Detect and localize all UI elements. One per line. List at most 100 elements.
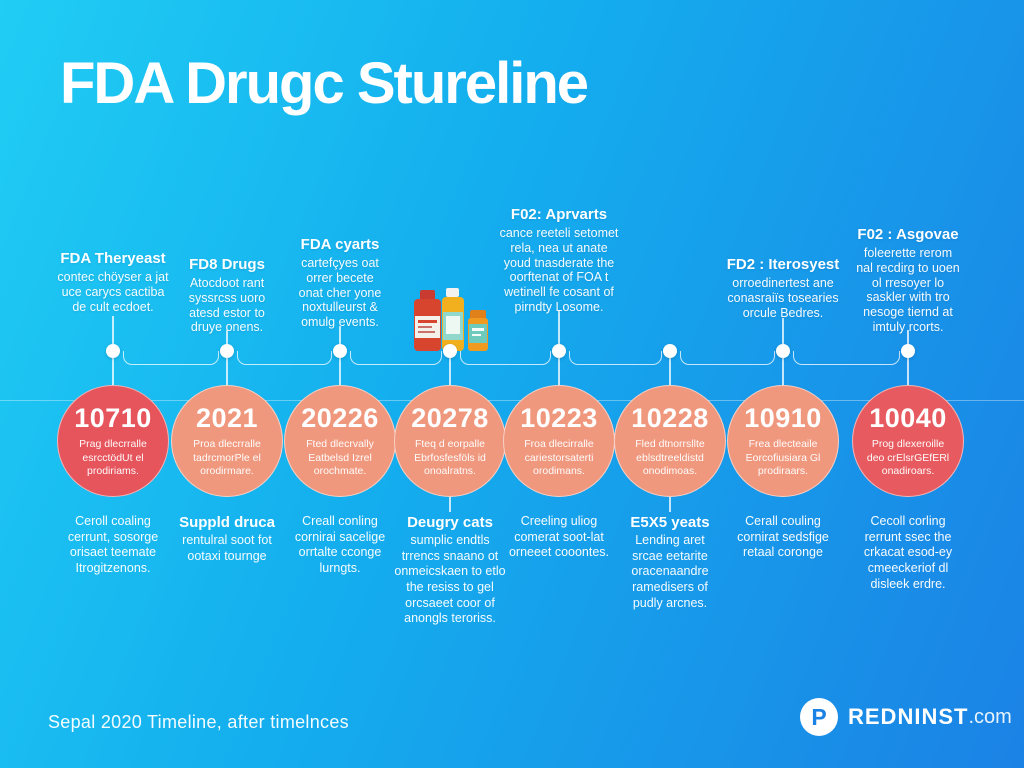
- bottom-heading: E5X5 yeats: [630, 514, 710, 531]
- timeline-circle-6: 10228 Fled dtnorrsllte eblsdtreeldistd o…: [614, 385, 726, 497]
- top-text-block-5: F02: Aprvarts cance reeteli setomet rela…: [464, 206, 654, 315]
- top-text-block-2: FD8 Drugs Atocdoot rant syssrcss uoro at…: [132, 256, 322, 335]
- bottom-body: Cerall couling cornirat sedsfige retaal …: [737, 514, 829, 560]
- circle-body: Proa dlecrralle tadrcmorPle el orodirmar…: [193, 438, 261, 478]
- bottom-body: Ceroll coaling cerrunt, sosorge orisaet …: [67, 514, 159, 575]
- stem-up-1: [112, 316, 114, 344]
- bottom-text-block-7: Cerall couling cornirat sedsfige retaal …: [688, 514, 878, 561]
- bottom-text-block-2: Suppld druca rentulral soot fot ootaxi t…: [132, 514, 322, 564]
- bottom-heading: Deugry cats: [407, 514, 493, 531]
- timeline-connector-7-8: [793, 351, 900, 365]
- brand-link[interactable]: P REDNINST .com: [800, 698, 1012, 736]
- top-body: orroedinertest ane conasraiïs tosearies …: [727, 276, 839, 320]
- top-body: Atocdoot rant syssrcss uoro atesd estor …: [188, 276, 266, 335]
- circle-body: Fted dlecrvally Eatbelsd Izrel orochmate…: [306, 438, 374, 478]
- timeline-circle-7: 10910 Frea dlecteaile Eorcofiusiara Gl p…: [727, 385, 839, 497]
- top-heading: FDA cyarts: [300, 236, 380, 253]
- bottom-body: rentulral soot fot ootaxi tournge: [182, 533, 272, 563]
- bottom-heading: Suppld druca: [179, 514, 275, 531]
- timeline-connector-4-5: [460, 351, 551, 365]
- timeline-connector-2-3: [237, 351, 332, 365]
- bottom-body: Cecoll corling rerrunt ssec the crkacat …: [863, 514, 953, 591]
- timeline-connector-3-4: [350, 351, 442, 365]
- stem-down-5: [558, 358, 560, 386]
- stem-down-8: [907, 358, 909, 386]
- top-heading: F02: Aprvarts: [510, 206, 608, 223]
- bottom-text-block-4: Deugry cats sumplic endtls trrencs snaan…: [355, 514, 545, 627]
- bottom-body: sumplic endtls trrencs snaano ot onmeics…: [394, 533, 506, 626]
- stem-bottom-6: [669, 497, 671, 512]
- year-label: 10223: [520, 403, 598, 433]
- stem-down-2: [226, 358, 228, 386]
- year-label: 2021: [195, 403, 259, 433]
- bottom-text-block-6: E5X5 yeats Lending aret srcae eetarite o…: [575, 514, 765, 611]
- stem-up-7: [782, 318, 784, 344]
- timeline-connector-5-6: [569, 351, 662, 365]
- year-label: 10710: [74, 403, 152, 433]
- background-rule-line: [0, 400, 1024, 401]
- year-label: 10910: [744, 403, 822, 433]
- top-body: cartefçyes oat orrer becete onat cher yo…: [298, 256, 382, 329]
- top-text-block-3: FDA cyarts cartefçyes oat orrer becete o…: [245, 236, 435, 330]
- brand-suffix: .com: [968, 705, 1012, 728]
- stem-up-5: [558, 310, 560, 344]
- top-text-block-8: F02 : Asgovae foleerette rerom nal recdi…: [813, 226, 1003, 335]
- top-heading: FD2 : Iterosyest: [726, 256, 840, 273]
- timeline-node-8: [901, 344, 915, 358]
- top-heading: FD8 Drugs: [189, 256, 265, 273]
- timeline-node-7: [776, 344, 790, 358]
- year-label: 20278: [411, 403, 489, 433]
- top-body: contec chöyser a jat uce carycs cactiba …: [57, 270, 169, 314]
- bottom-text-block-3: Creall conling cornirai sacelige orrtalt…: [245, 514, 435, 577]
- year-label: 10040: [869, 403, 947, 433]
- top-text-block-7: FD2 : Iterosyest orroedinertest ane cona…: [688, 256, 878, 320]
- medicine-bottles-icon: [414, 288, 488, 351]
- timeline-circle-2: 2021 Proa dlecrralle tadrcmorPle el orod…: [171, 385, 283, 497]
- top-heading: FDA Theryeast: [60, 250, 166, 267]
- circle-body: Prag dlecrralle esrcctödUt el prodiriams…: [79, 438, 147, 478]
- top-text-block-1: FDA Theryeast contec chöyser a jat uce c…: [18, 250, 208, 314]
- stem-up-3: [339, 326, 341, 344]
- stem-down-1: [112, 358, 114, 386]
- bottom-body: Creall conling cornirai sacelige orrtalt…: [294, 514, 386, 575]
- timeline-circle-4: 20278 Fteq d eorpalle Ebrfosfesföls id o…: [394, 385, 506, 497]
- circle-body: Fled dtnorrsllte eblsdtreeldistd onodimo…: [635, 438, 705, 478]
- top-heading: F02 : Asgovae: [857, 226, 959, 243]
- stem-up-8: [907, 330, 909, 344]
- brand-logo-icon: P: [800, 698, 838, 736]
- circle-body: Frea dlecteaile Eorcofiusiara Gl prodira…: [745, 438, 821, 478]
- footer-caption: Sepal 2020 Timeline, after timelnces: [48, 712, 349, 732]
- timeline-node-2: [220, 344, 234, 358]
- timeline-circle-1: 10710 Prag dlecrralle esrcctödUt el prod…: [57, 385, 169, 497]
- timeline-connector-6-7: [680, 351, 775, 365]
- year-label: 10228: [631, 403, 709, 433]
- timeline-node-6: [663, 344, 677, 358]
- circle-body: Prog dlexeroille deo crElsrGEfERl onadir…: [866, 438, 950, 478]
- timeline-circle-8: 10040 Prog dlexeroille deo crElsrGEfERl …: [852, 385, 964, 497]
- year-label: 20226: [301, 403, 379, 433]
- bottom-body: Lending aret srcae eetarite oracenaandre…: [631, 533, 709, 610]
- brand-name: REDNINST: [848, 704, 969, 729]
- timeline-connector-1-2: [123, 351, 219, 365]
- timeline-node-1: [106, 344, 120, 358]
- timeline-circle-3: 20226 Fted dlecrvally Eatbelsd Izrel oro…: [284, 385, 396, 497]
- circle-body: Froa dlecirralle cariestorsaterti orodim…: [524, 438, 594, 478]
- bottom-text-block-5: Creeling uliog comerat soot-lat orneeet …: [464, 514, 654, 561]
- top-body: cance reeteli setomet rela, nea ut anate…: [499, 226, 619, 314]
- stem-down-3: [339, 358, 341, 386]
- stem-down-4: [449, 358, 451, 386]
- bottom-text-block-1: Ceroll coaling cerrunt, sosorge orisaet …: [18, 514, 208, 577]
- top-body: foleerette rerom nal recdirg to uoen ol …: [856, 246, 960, 334]
- timeline-node-3: [333, 344, 347, 358]
- stem-up-2: [226, 330, 228, 344]
- timeline-circle-5: 10223 Froa dlecirralle cariestorsaterti …: [503, 385, 615, 497]
- timeline-node-4: [443, 344, 457, 358]
- stem-down-6: [669, 358, 671, 386]
- page-title: FDA Drugc Stureline: [60, 51, 589, 116]
- bottom-body: Creeling uliog comerat soot-lat orneeet …: [508, 514, 610, 560]
- circle-body: Fteq d eorpalle Ebrfosfesföls id onoalra…: [414, 438, 486, 478]
- stem-down-7: [782, 358, 784, 386]
- timeline-node-5: [552, 344, 566, 358]
- bottom-text-block-8: Cecoll corling rerrunt ssec the crkacat …: [813, 514, 1003, 592]
